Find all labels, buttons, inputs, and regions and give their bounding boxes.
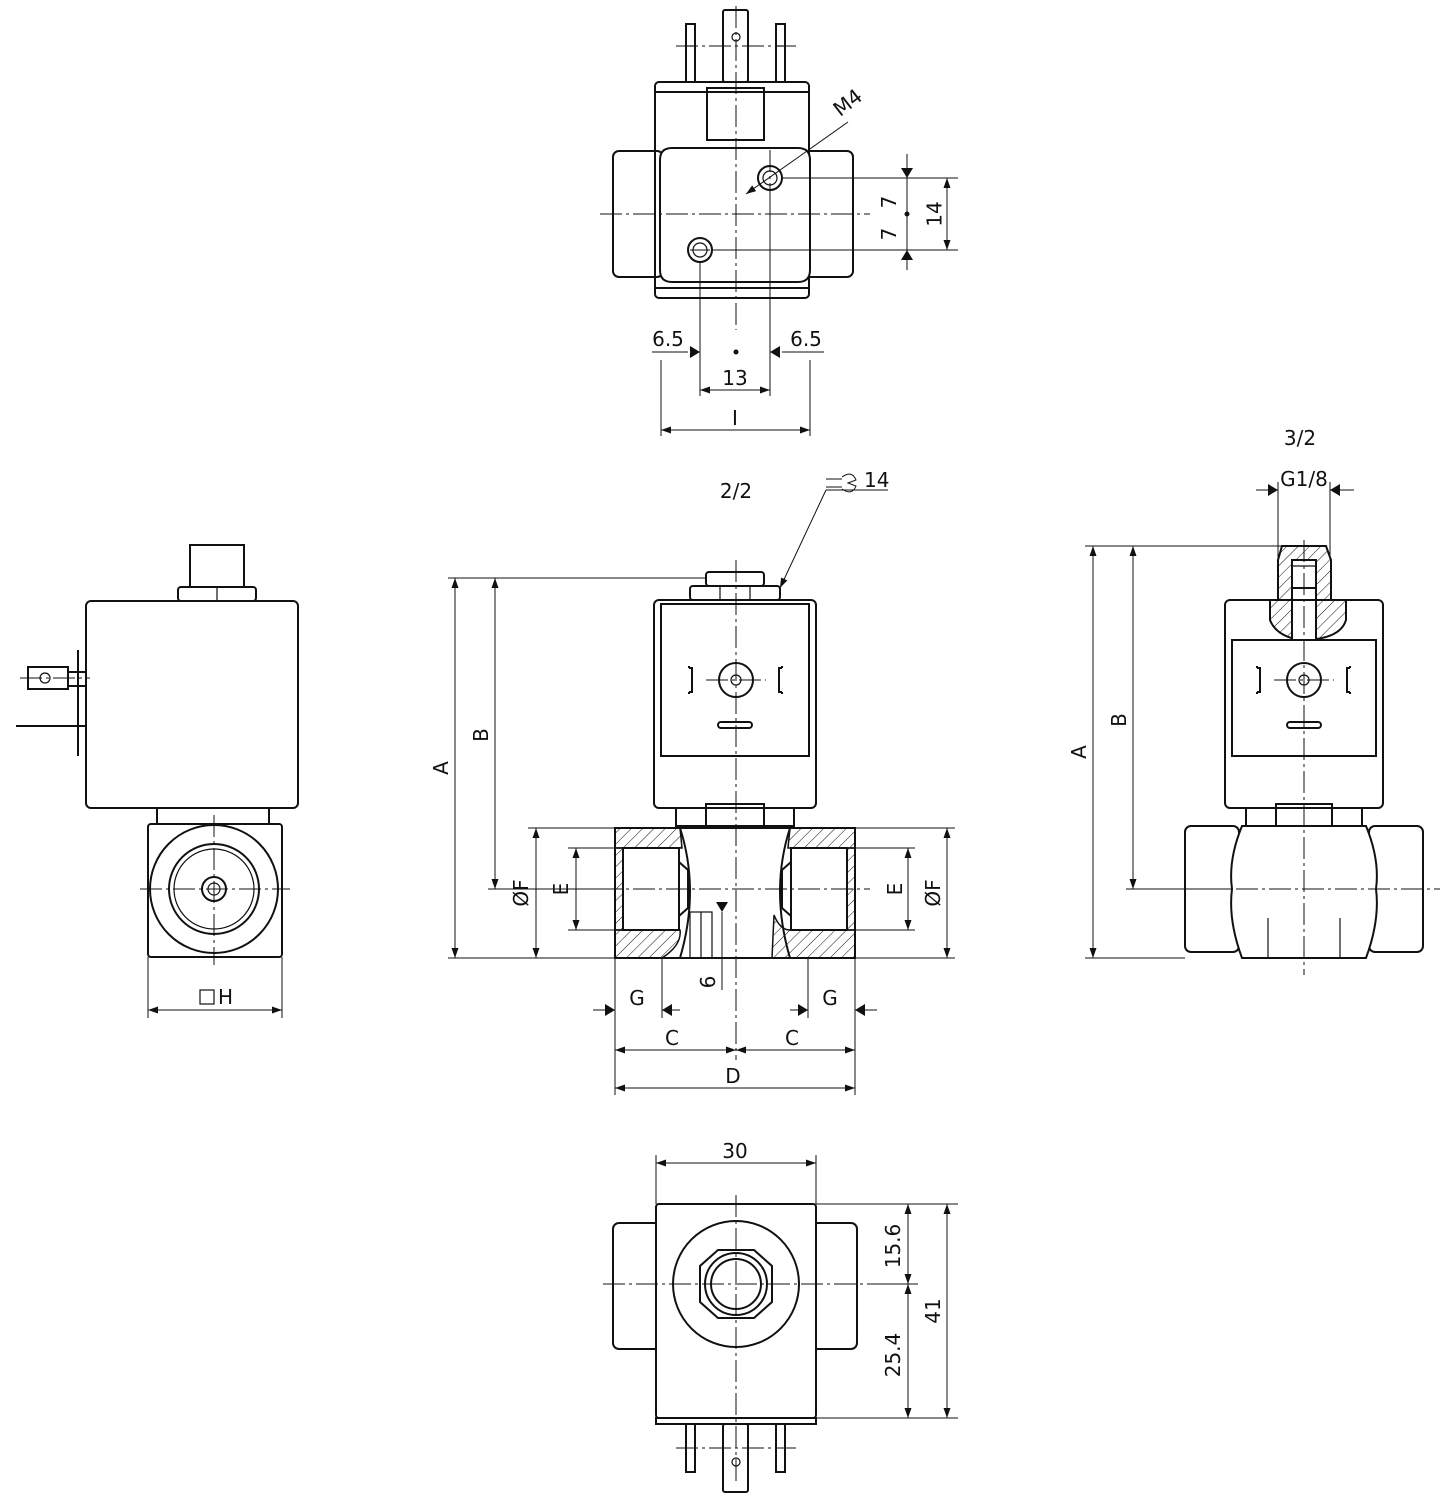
dim-depth: 6 — [696, 976, 720, 989]
dim-right-offset: 6.5 — [790, 327, 822, 351]
top-view — [600, 6, 958, 436]
dim-upper-15-6: 15.6 — [881, 1224, 905, 1269]
dim-c-left: C — [665, 1026, 679, 1050]
dim-lower-half: 7 — [877, 228, 901, 241]
dim-lower-25-4: 25.4 — [881, 1333, 905, 1378]
side-view — [16, 544, 299, 1018]
dim-width-30: 30 — [722, 1139, 747, 1163]
dim-e-left: E — [549, 883, 573, 896]
dim-a-front: A — [429, 761, 453, 775]
dim-total-41: 41 — [921, 1298, 945, 1323]
dim-f-left: ØF — [509, 879, 533, 906]
dim-a-right: A — [1067, 745, 1091, 759]
dim-width-letter: I — [732, 406, 738, 430]
m4-thread-label: M4 — [828, 84, 866, 121]
label-3-2: 3/2 — [1284, 426, 1316, 450]
bottom-view — [603, 1155, 958, 1493]
dim-hole-pitch: 14 — [923, 201, 947, 226]
g18-thread-label: G1/8 — [1280, 467, 1328, 491]
right-view-3-2 — [1085, 482, 1440, 975]
dim-e-right: E — [883, 883, 907, 896]
dim-b-right: B — [1107, 713, 1131, 727]
front-view-2-2 — [448, 473, 955, 1095]
dim-b-front: B — [469, 728, 493, 742]
label-2-2: 2/2 — [720, 479, 752, 503]
dim-d: D — [725, 1064, 740, 1088]
dim-f-right: ØF — [921, 879, 945, 906]
dim-square-h: H — [218, 985, 233, 1009]
dim-left-offset: 6.5 — [652, 327, 684, 351]
dim-upper-half: 7 — [877, 196, 901, 209]
dim-g-right: G — [822, 986, 838, 1010]
wrench-size-label: 14 — [864, 468, 889, 492]
dim-g-left: G — [629, 986, 645, 1010]
dim-c-right: C — [785, 1026, 799, 1050]
dim-hole-spacing: 13 — [722, 366, 747, 390]
